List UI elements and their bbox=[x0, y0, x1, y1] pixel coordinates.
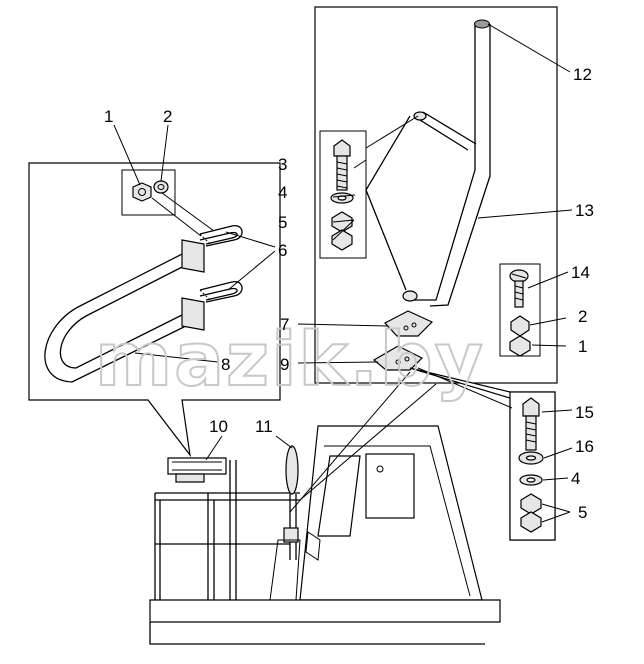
callout-16-washer: 16 bbox=[575, 437, 594, 456]
callout-2-nut: 2 bbox=[578, 307, 587, 326]
callout-4-washer-b: 4 bbox=[571, 469, 580, 488]
callout-6-u-bolt: 6 bbox=[278, 241, 287, 260]
callout-3-bolt: 3 bbox=[278, 155, 287, 174]
callout-11-mirror: 11 bbox=[255, 417, 273, 436]
watermark: mazik.by bbox=[95, 317, 485, 403]
callout-1-nut: 1 bbox=[104, 107, 113, 126]
callout-5-nuts: 5 bbox=[278, 213, 287, 232]
fastener-stack-panel bbox=[409, 367, 573, 541]
callout-12-arm-tube: 12 bbox=[573, 65, 592, 84]
callout-13-arm: 13 bbox=[575, 201, 594, 220]
callout-14-screw: 14 bbox=[571, 263, 590, 282]
callout-15-bolt: 15 bbox=[575, 403, 594, 422]
handrail-detail-panel bbox=[28, 124, 281, 458]
callout-5-nuts-b: 5 bbox=[578, 503, 587, 522]
mirror-arm-detail-panel bbox=[297, 6, 573, 384]
callout-1-nut-b: 1 bbox=[578, 337, 587, 356]
callout-2-washer: 2 bbox=[163, 107, 172, 126]
callout-9-bracket: 9 bbox=[280, 355, 289, 374]
callout-10-roof-handle: 10 bbox=[209, 417, 228, 436]
callout-7-bracket: 7 bbox=[280, 315, 289, 334]
machine-cab-view bbox=[149, 371, 501, 645]
callout-8-handle: 8 bbox=[221, 355, 230, 374]
callout-4-washer: 4 bbox=[278, 183, 287, 202]
